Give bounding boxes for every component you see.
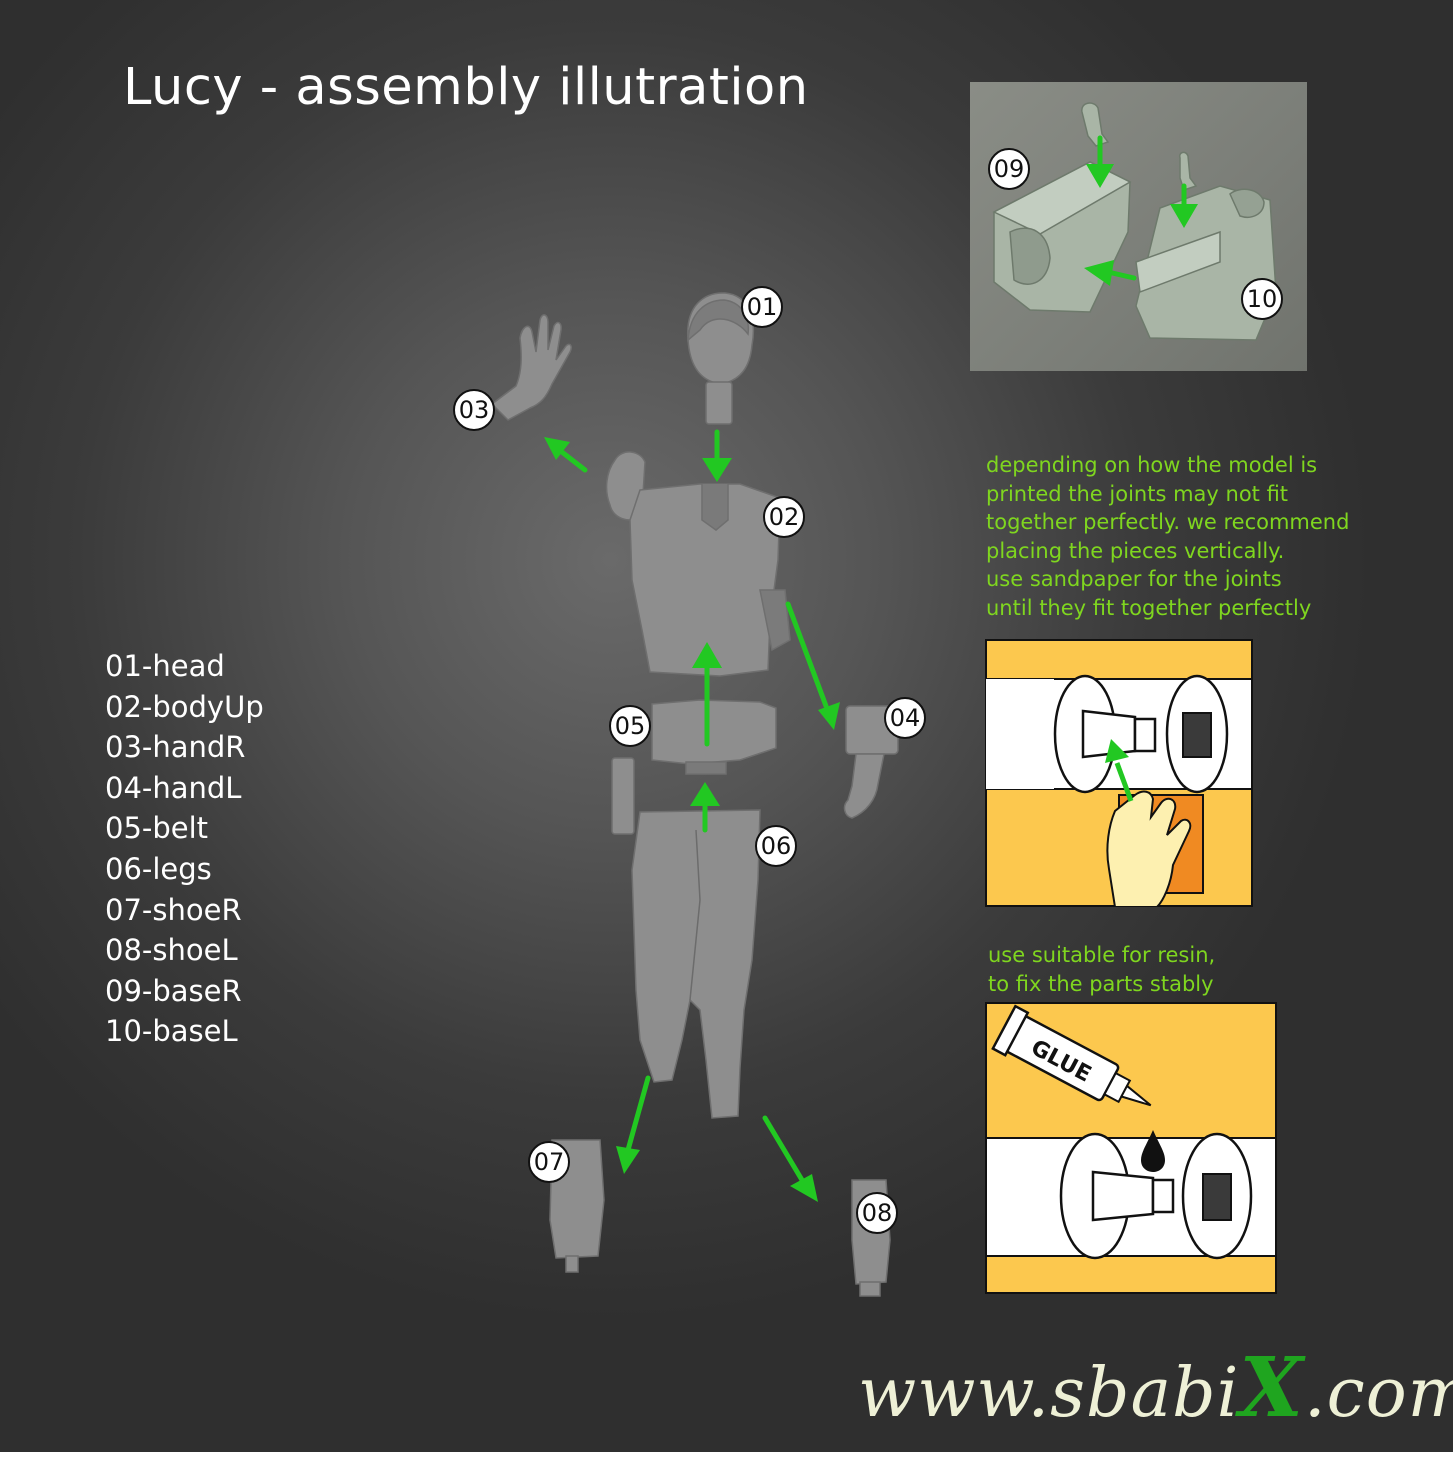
badge-08: 08 — [856, 1192, 898, 1234]
arrow-icon — [702, 429, 732, 482]
glue-panel: GLUE — [985, 1002, 1277, 1294]
belt-part — [611, 699, 777, 835]
hand-right-part — [490, 314, 572, 421]
hand-icon — [1106, 790, 1192, 907]
brand-suffix: .com — [1304, 1354, 1453, 1433]
parts-list-item: 03-handR — [105, 730, 246, 765]
arrow-icon — [785, 601, 840, 730]
arrow-icon — [692, 642, 722, 747]
parts-list-item: 05-belt — [105, 811, 209, 846]
parts-list-item: 01-head — [105, 649, 225, 683]
arrow-icon — [1170, 183, 1198, 228]
glue-note-line: to fix the parts stably — [988, 971, 1214, 996]
arrow-icon — [762, 1115, 818, 1202]
arrow-icon — [544, 437, 588, 473]
glue-note-line: use suitable for resin, — [988, 943, 1216, 967]
parts-list: 01-head 02-bodyUp 03-handR 04-handL 05-b… — [105, 646, 264, 1052]
fit-note: depending on how the model is printed th… — [986, 451, 1349, 623]
body-upper-part — [605, 451, 791, 677]
parts-list-item: 06-legs — [105, 851, 212, 886]
fit-note-line: depending on how the model is — [986, 453, 1318, 477]
parts-list-item: 07-shoeR — [105, 892, 242, 927]
badge-05: 05 — [609, 705, 651, 747]
arrow-icon — [690, 782, 720, 833]
fit-note-line: together perfectly. we recommend — [986, 510, 1350, 535]
base-photo — [970, 82, 1307, 371]
brand-prefix: www.sbabi — [858, 1354, 1240, 1433]
base-illustration — [992, 102, 1277, 341]
page-title: Lucy - assembly illutration — [123, 58, 809, 117]
fit-note-line: until they fit together perfectly — [986, 595, 1312, 620]
assembly-arrows — [544, 429, 840, 1202]
base-arrows — [1084, 135, 1198, 286]
parts-list-item: 10-baseL — [105, 1014, 238, 1049]
hand-left-part — [843, 705, 899, 819]
brand-x: X — [1239, 1340, 1305, 1436]
head-part — [687, 292, 755, 425]
fit-note-line: use sandpaper for the joints — [986, 567, 1282, 592]
parts-list-item: 08-shoeL — [105, 933, 238, 968]
fit-note-line: printed the joints may not fit — [986, 481, 1289, 506]
badge-02: 02 — [763, 496, 805, 538]
glue-drop-icon — [1141, 1130, 1165, 1172]
parts-list-item: 09-baseR — [105, 973, 242, 1008]
parts-list-item: 04-handL — [105, 770, 242, 805]
arrow-icon — [1086, 135, 1114, 188]
arrow-icon — [1105, 739, 1134, 802]
arrow-icon — [1084, 260, 1137, 286]
badge-03: 03 — [453, 389, 495, 431]
sandpaper-panel — [985, 639, 1253, 907]
parts-list-item: 02-bodyUp — [105, 689, 264, 724]
fit-note-line: placing the pieces vertically. — [986, 538, 1285, 563]
badge-04: 04 — [884, 697, 926, 739]
legs-part — [631, 809, 761, 1119]
glue-note: use suitable for resin, to fix the parts… — [988, 941, 1215, 998]
badge-10: 10 — [1241, 278, 1283, 320]
badge-09: 09 — [988, 148, 1030, 190]
brand-logo: www.sbabiX.com — [858, 1340, 1453, 1436]
badge-01: 01 — [741, 286, 783, 328]
badge-06: 06 — [755, 825, 797, 867]
badge-07: 07 — [528, 1141, 570, 1183]
arrow-icon — [616, 1075, 651, 1174]
